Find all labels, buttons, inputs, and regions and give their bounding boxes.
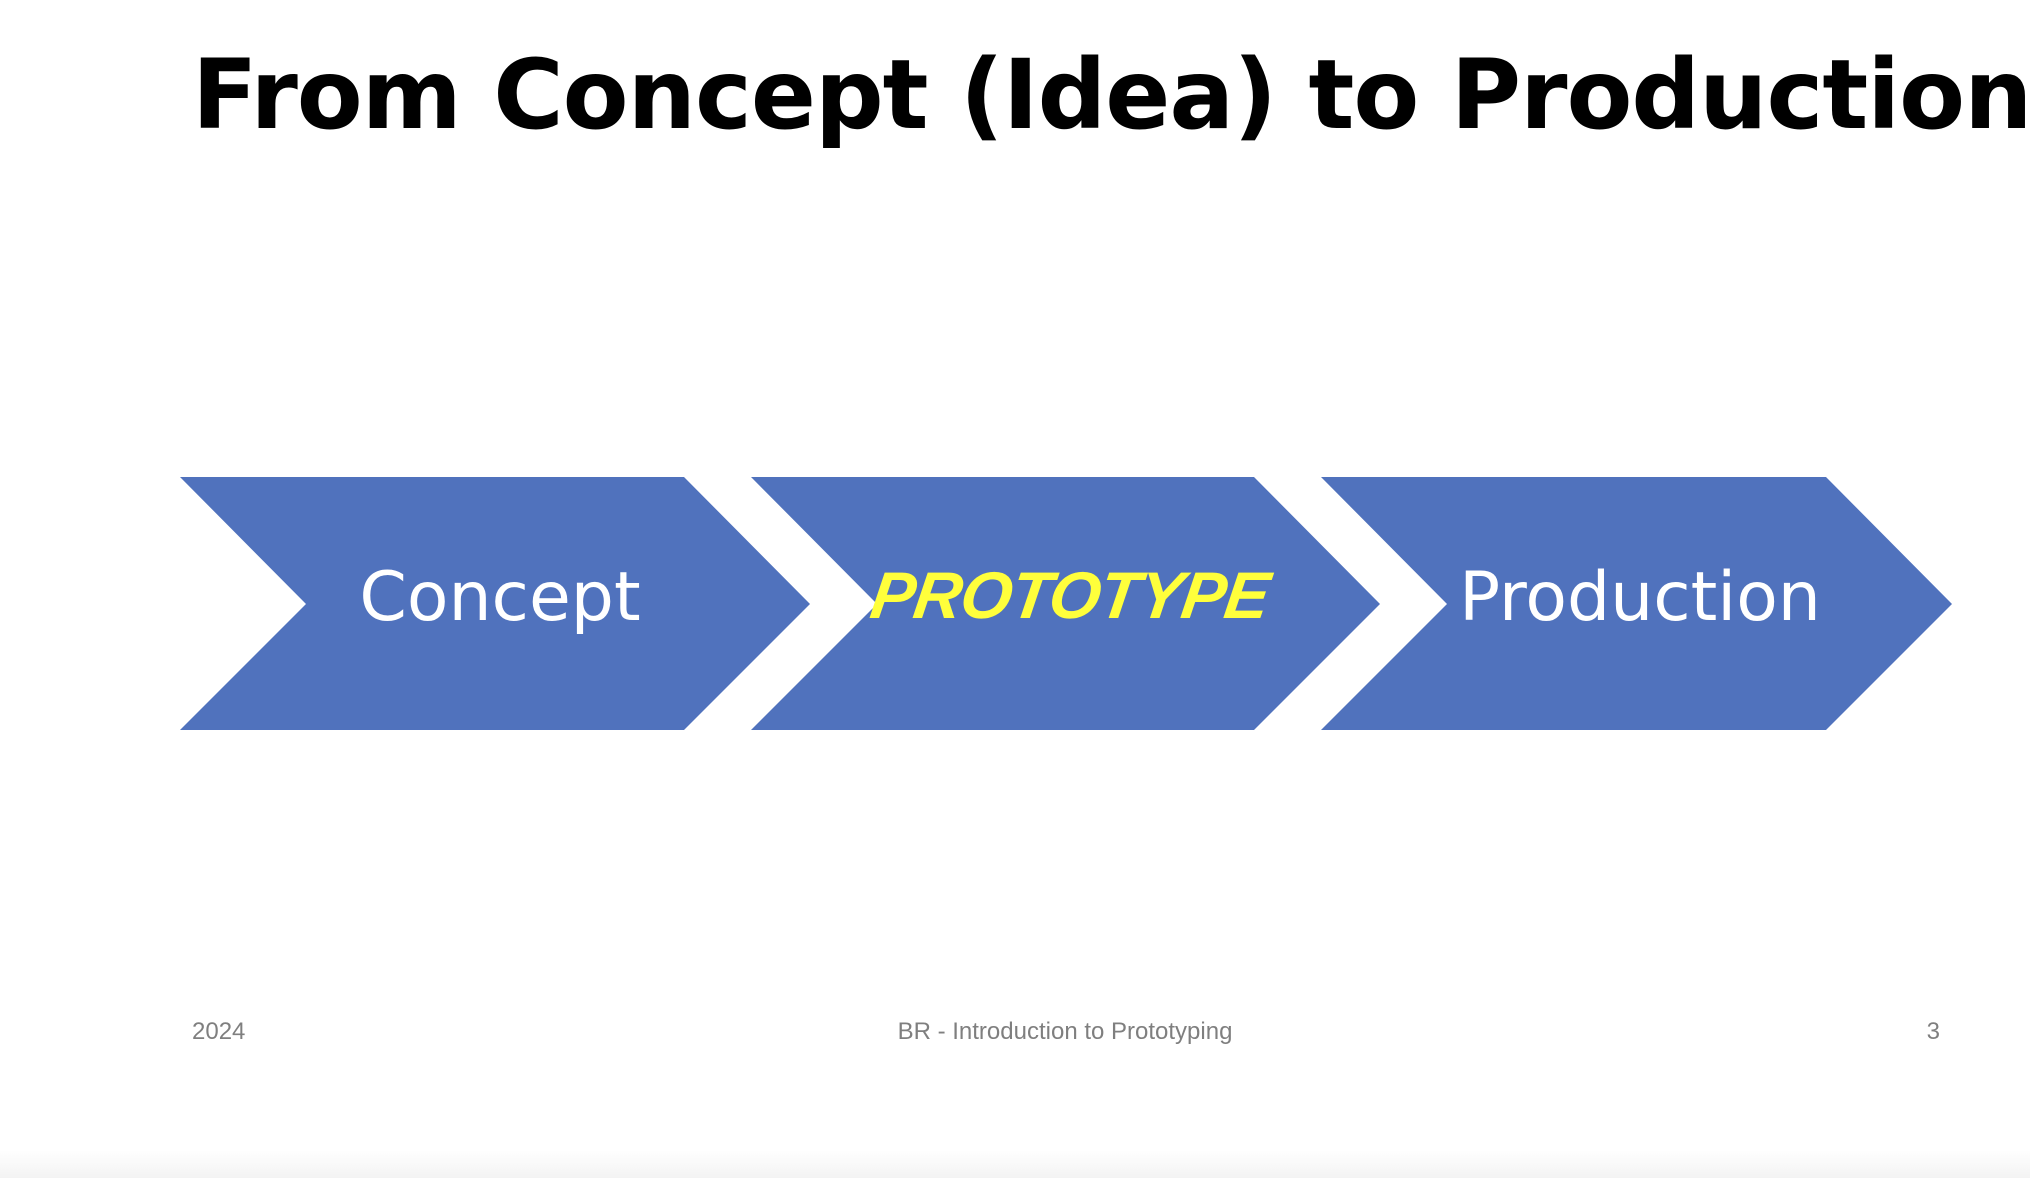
footer-date: 2024 <box>192 1018 246 1045</box>
chevron-prototype <box>751 477 1380 730</box>
chevron-production <box>1321 477 1952 730</box>
slide-title: From Concept (Idea) to Production <box>192 39 2030 151</box>
chevron-concept <box>180 477 810 730</box>
step-label-prototype: PROTOTYPE <box>866 558 1274 632</box>
footer-title: BR - Introduction to Prototyping <box>897 1018 1233 1045</box>
slide-number: 3 <box>1926 1018 1940 1045</box>
bottom-shadow <box>0 1150 2030 1178</box>
step-label-concept: Concept <box>359 558 641 637</box>
step-label-production: Production <box>1459 558 1821 637</box>
